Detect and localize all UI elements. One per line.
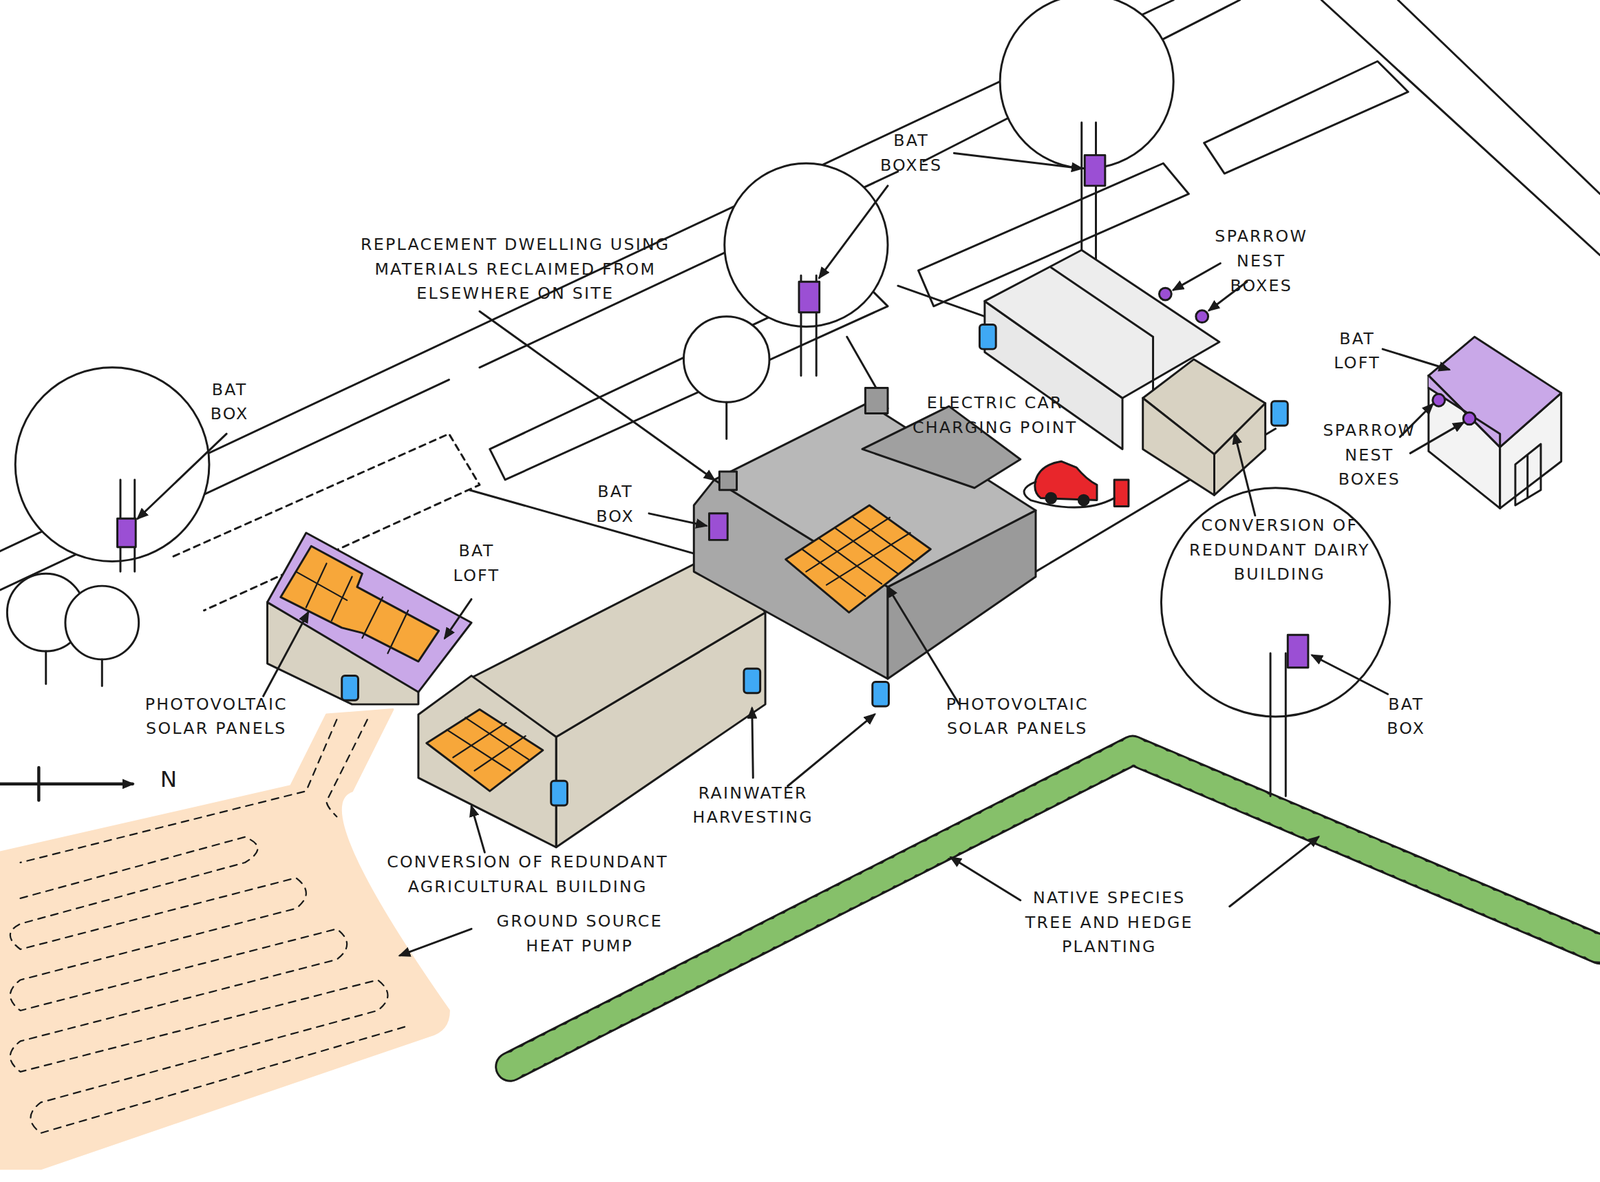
leader-line: [752, 708, 753, 778]
leader-line: [648, 513, 707, 526]
callout-label: REPLACEMENT DWELLING USING MATERIALS REC…: [350, 232, 680, 307]
tree-crown: [15, 367, 210, 562]
native-hedge: [509, 750, 1600, 1067]
building-edge: [1050, 267, 1153, 439]
drive-edge: [898, 285, 985, 316]
leader-line: [479, 311, 715, 480]
sparrow-box: [1463, 412, 1476, 425]
bat-box: [1287, 634, 1309, 667]
leader-line: [951, 857, 1021, 901]
leader-line: [444, 598, 472, 638]
callout-label: SPARROW NEST BOXES: [1210, 224, 1313, 298]
water-butt: [872, 681, 890, 707]
leader-line: [1410, 422, 1464, 453]
callout-label: BAT LOFT: [1326, 326, 1389, 376]
solar-panel: [426, 709, 543, 792]
callout-label: BAT BOX: [198, 377, 261, 427]
bat-box: [117, 518, 137, 548]
callout-label: ELECTRIC CAR CHARGING POINT: [910, 390, 1080, 440]
native-hedge-outline: [509, 750, 1600, 1067]
north-arrow: [0, 782, 133, 786]
sparrow-box: [1432, 393, 1446, 407]
callout-label: BAT LOFT: [445, 538, 508, 588]
tree-crown: [1160, 487, 1390, 717]
water-butt: [743, 668, 761, 693]
panel-grid: [295, 562, 409, 653]
car-wheel: [1046, 492, 1057, 504]
callout-label: BAT BOXES: [870, 128, 953, 178]
callout-label: BAT BOX: [584, 479, 647, 529]
water-butt: [551, 780, 568, 806]
callout-label: NATIVE SPECIES TREE AND HEDGE PLANTING: [1012, 885, 1205, 960]
leader-line: [471, 805, 485, 852]
sparrow-box: [1158, 287, 1172, 301]
tree-crown: [724, 163, 888, 327]
tree-crown: [683, 316, 770, 403]
hedge-band: [1204, 61, 1409, 174]
panel-grid: [446, 717, 529, 771]
solar-panel: [785, 505, 932, 613]
leader-line: [787, 714, 875, 786]
callout-label: SPARROW NEST BOXES: [1318, 418, 1421, 493]
water-butt: [342, 675, 359, 701]
callout-label: GROUND SOURCE HEAT PUMP: [488, 909, 671, 958]
callout-label: CONVERSION OF REDUNDANT DAIRY BUILDING: [1183, 513, 1376, 588]
callout-label: PHOTOVOLTAIC SOLAR PANELS: [934, 691, 1100, 741]
tree-crown: [65, 585, 140, 660]
callout-label: CONVERSION OF REDUNDANT AGRICULTURAL BUI…: [373, 849, 682, 899]
road-edge: [1397, 0, 1600, 195]
tree-trunk: [101, 659, 104, 687]
pipe-loop: [10, 836, 409, 1133]
car-wheel: [1078, 494, 1089, 506]
water-butt: [1271, 401, 1289, 426]
charging-cable: [1024, 481, 1115, 508]
bat-box: [798, 281, 820, 312]
building-gable: [418, 675, 557, 848]
leader-line: [1312, 655, 1389, 694]
tree-trunk: [1081, 122, 1097, 266]
leader-line: [263, 612, 309, 697]
heat-pump-field: [0, 709, 449, 1169]
bat-loft-roof: [267, 532, 472, 692]
callout-label: BAT BOX: [1375, 691, 1437, 741]
leader-line: [953, 152, 1082, 168]
callout-label: RAINWATER HARVESTING: [681, 780, 825, 830]
leader-line: [1173, 263, 1221, 291]
building-gable: [1214, 403, 1266, 495]
charging-point: [1114, 479, 1129, 507]
leader-line: [137, 433, 227, 519]
road-edge: [1321, 0, 1600, 256]
native-hedge: [509, 750, 1600, 1067]
shed-door: [1515, 443, 1541, 506]
leader-line: [1382, 348, 1449, 370]
bat-box: [1084, 154, 1106, 186]
north-arrow-tick: [37, 767, 40, 800]
chimney: [865, 387, 888, 413]
water-butt: [979, 324, 996, 350]
panel-grid: [801, 516, 914, 596]
north-label: N: [160, 767, 191, 793]
building-wall: [1143, 397, 1215, 495]
sparrow-box: [1196, 310, 1209, 323]
drive-edge: [469, 489, 704, 557]
leader-line: [399, 928, 472, 956]
callout-label: PHOTOVOLTAIC SOLAR PANELS: [133, 691, 299, 741]
leader-line: [819, 185, 888, 278]
leader-line: [887, 587, 960, 705]
leader-line: [1234, 433, 1256, 516]
tree-trunk: [725, 401, 728, 439]
tree-trunk: [1270, 653, 1286, 797]
electric-car: [1035, 461, 1097, 500]
pipe-loop: [20, 719, 338, 863]
tree-crown: [999, 0, 1174, 169]
bat-box: [709, 513, 729, 541]
solar-panel: [280, 545, 440, 662]
chimney: [719, 471, 737, 490]
tree-trunk: [44, 651, 47, 684]
pipe-loop: [326, 719, 367, 817]
leader-line: [1229, 836, 1319, 907]
